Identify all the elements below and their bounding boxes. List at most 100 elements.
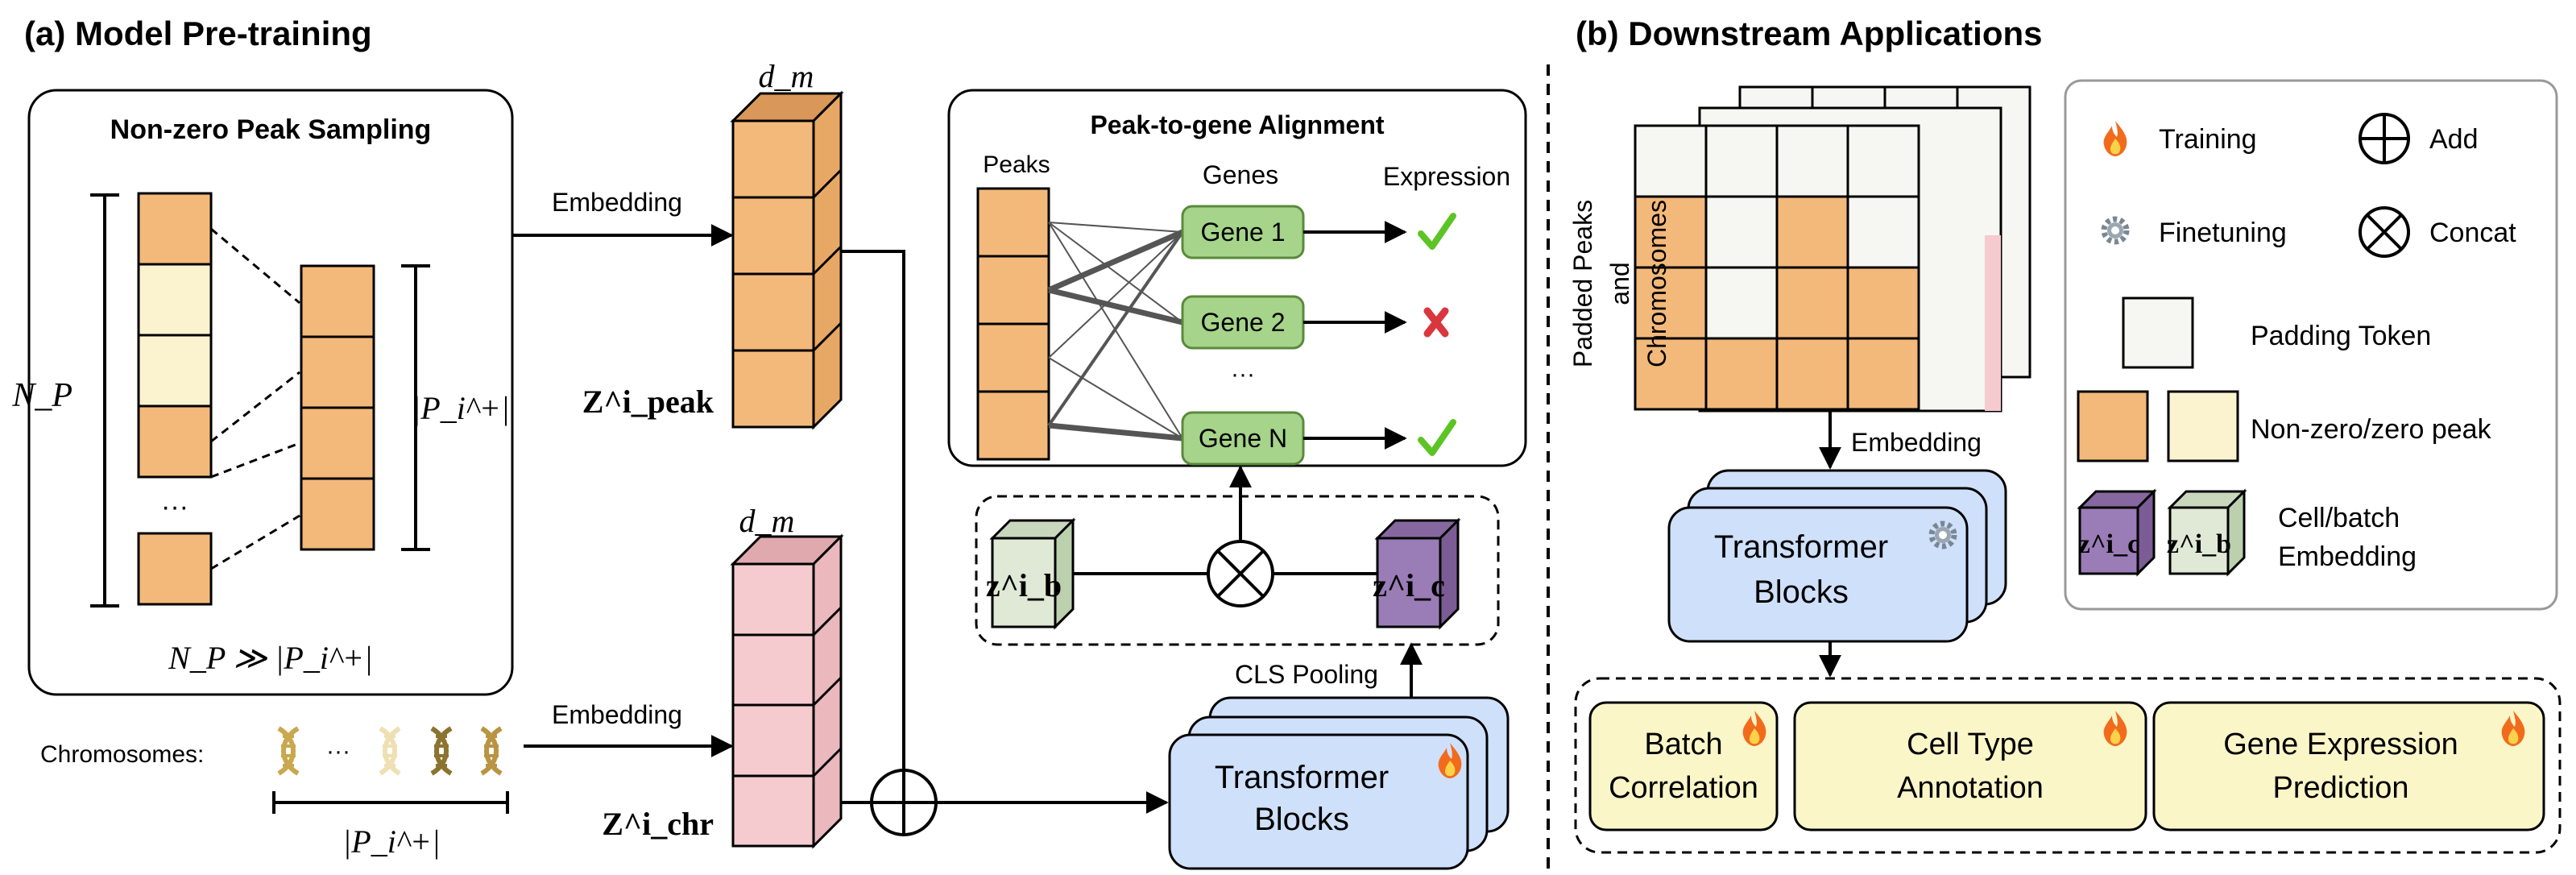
- padded-label-3: Chromosomes: [1642, 200, 1671, 367]
- expression-label: Expression: [1383, 162, 1510, 191]
- embedding-label-bottom: Embedding: [552, 700, 682, 729]
- zc-label: z^i_c: [1373, 567, 1445, 603]
- grid-cell: [1775, 266, 1849, 340]
- chromosomes-label: Chromosomes:: [40, 741, 204, 768]
- gene-label: Gene 1: [1201, 218, 1286, 247]
- task-label-2: Correlation: [1609, 771, 1758, 805]
- alignment-title: Peak-to-gene Alignment: [1090, 110, 1384, 139]
- transformer-label-a-1: Transformer: [1215, 760, 1389, 795]
- grid-cell: [1846, 266, 1920, 340]
- z-chr-label: Z^i_chr: [602, 806, 714, 842]
- add-icon: [2359, 113, 2410, 164]
- grid-cell: [1704, 124, 1779, 198]
- task-label-1: Batch: [1644, 728, 1722, 761]
- np-label: N_P: [11, 377, 72, 414]
- task-label-2: Prediction: [2273, 771, 2409, 805]
- task-batch-correlation: Batch Correlation: [1588, 701, 1779, 831]
- padded-label-2: and: [1605, 262, 1634, 305]
- grid-cell: [1634, 266, 1708, 340]
- panel-a-title: (a) Model Pre-training: [24, 15, 372, 52]
- legend-cell-batch-2: Embedding: [2278, 541, 2417, 572]
- transformer-label-a-2: Blocks: [1254, 802, 1349, 837]
- panel-b-title: (b) Downstream Applications: [1576, 15, 2043, 52]
- peak-embedding-stack: [730, 90, 844, 430]
- cross-icon: [1423, 307, 1449, 338]
- dm-label-bottom: d_m: [739, 503, 795, 539]
- all-peaks-column: ···: [137, 192, 213, 606]
- chromosome-count-label: |P_i^+|: [342, 823, 440, 860]
- sampling-dashed-lines: [210, 227, 300, 570]
- nonzero-peak-swatch: [2077, 390, 2149, 462]
- dm-label-top: d_m: [759, 58, 814, 94]
- grid-cell: [1704, 337, 1779, 411]
- sampling-box-title: Non-zero Peak Sampling: [110, 114, 432, 145]
- legend-zb-label: z^i_b: [2167, 529, 2231, 559]
- padding-token-swatch: [2122, 297, 2194, 369]
- task-cell-type-annotation: Cell Type Annotation: [1793, 701, 2147, 831]
- add-operator-icon: [870, 769, 938, 836]
- check-icon: [1418, 213, 1456, 250]
- task-label-1: Cell Type: [1907, 728, 2034, 761]
- task-label-1: Gene Expression: [2223, 728, 2458, 761]
- sampling-box: Non-zero Peak Sampling N_P ···: [11, 89, 514, 696]
- legend-zb-cube: z^i_b: [2167, 488, 2247, 577]
- grid-cell: [1846, 124, 1920, 198]
- padded-grid-front: [1634, 124, 1920, 411]
- grid-cell: [1704, 195, 1779, 269]
- grid-cell: [1634, 124, 1708, 198]
- cls-pooling-label: CLS Pooling: [1235, 660, 1378, 689]
- gene-node: Gene 1: [1181, 205, 1305, 259]
- legend-peak-types: Non-zero/zero peak: [2251, 414, 2492, 445]
- legend-concat: Concat: [2429, 218, 2516, 248]
- cell-batch-dashed-box: [975, 495, 1500, 646]
- transformer-label-b-2: Blocks: [1754, 574, 1849, 610]
- tasks-dashed-box: [1574, 677, 2562, 854]
- pi-label: |P_i^+|: [412, 390, 509, 426]
- grid-cell: [1775, 124, 1849, 198]
- z-peak-label: Z^i_peak: [582, 384, 714, 420]
- grid-cell: [1846, 195, 1920, 269]
- transformer-label-b-1: Transformer: [1714, 529, 1888, 565]
- peaks-label: Peaks: [983, 151, 1050, 178]
- transformer-blocks-b: Transformer Blocks: [1667, 469, 2007, 643]
- legend-zc-cube: z^i_c: [2077, 488, 2157, 577]
- zb-cube: z^i_b: [986, 517, 1076, 630]
- grid-cell: [1846, 337, 1920, 411]
- gene-node: Gene 2: [1181, 295, 1305, 350]
- concat-operator-icon: [1207, 540, 1274, 608]
- concat-icon: [2359, 206, 2410, 258]
- task-gene-expression-prediction: Gene Expression Prediction: [2152, 701, 2545, 831]
- transformer-blocks-a: Transformer Blocks: [1168, 696, 1510, 870]
- padded-label-1: Padded Peaks: [1568, 200, 1597, 367]
- zc-cube: z^i_c: [1373, 517, 1461, 630]
- legend-training: Training: [2159, 124, 2257, 155]
- gene-label: Gene 2: [1201, 308, 1286, 337]
- grid-cell: [1704, 266, 1779, 340]
- zero-peak-swatch: [2167, 390, 2239, 462]
- alignment-box: Peak-to-gene Alignment Peaks Genes Expre…: [947, 89, 1527, 467]
- dna-icon: [380, 728, 400, 773]
- legend-zc-label: z^i_c: [2078, 529, 2139, 559]
- chromosome-icons: ···: [279, 728, 501, 773]
- legend-box: Training Add Finetuning Concat Padding T…: [2064, 79, 2558, 611]
- task-label-2: Annotation: [1897, 771, 2044, 805]
- embedding-label-b: Embedding: [1851, 428, 1982, 457]
- embedding-label-top: Embedding: [552, 188, 682, 217]
- grid-cell: [1634, 195, 1708, 269]
- legend-finetuning: Finetuning: [2159, 218, 2287, 248]
- dna-icon: [482, 728, 501, 773]
- legend-padding: Padding Token: [2251, 321, 2431, 351]
- check-icon: [1418, 419, 1456, 456]
- sampled-peaks-column: [300, 264, 375, 551]
- chr-embedding-stack: [730, 533, 844, 849]
- zb-label: z^i_b: [986, 567, 1062, 603]
- legend-cell-batch-1: Cell/batch: [2278, 503, 2400, 533]
- sampling-ellipsis: ···: [161, 491, 188, 522]
- peak-gene-links: [1047, 222, 1184, 442]
- legend-add: Add: [2429, 124, 2479, 155]
- dna-icon: [432, 728, 451, 773]
- gene-node: Gene N: [1181, 411, 1305, 466]
- peak-to-add-line: [841, 250, 905, 802]
- grid-cell: [1775, 337, 1849, 411]
